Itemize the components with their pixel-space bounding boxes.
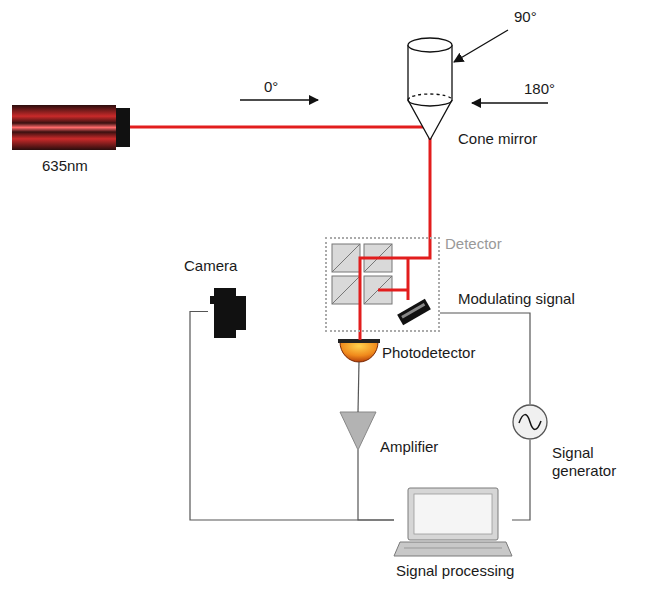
modulator (397, 299, 431, 325)
laser-beam (130, 126, 410, 129)
angle-arrow (454, 30, 508, 62)
angle-label: 0° (262, 78, 280, 96)
signal-wire (190, 312, 394, 521)
node-label: Detector (445, 235, 502, 253)
camera (210, 288, 246, 338)
angle-arrow (240, 99, 318, 100)
node-label: Signal generator (552, 444, 632, 480)
angle-arrow (472, 102, 548, 103)
laser-beam (378, 289, 408, 292)
wire-label: Modulating signal (456, 290, 577, 308)
cone-mirror (408, 38, 452, 140)
angle-label: 180° (522, 80, 557, 98)
node-label: Camera (184, 257, 237, 275)
node-label: Signal processing (396, 562, 514, 580)
laptop (394, 488, 512, 556)
node-label: Amplifier (380, 438, 438, 456)
photodetector (338, 339, 380, 362)
laser-beam (429, 140, 432, 237)
angle-label: 90° (512, 8, 539, 26)
laser-beam (407, 258, 410, 300)
amplifier-symbol (340, 412, 376, 450)
signal-wire (358, 450, 394, 520)
detector-box: Detector (325, 237, 440, 332)
laser-beam (360, 237, 430, 332)
photodetector-box: Photodetector (340, 340, 378, 362)
laser-source: 635nm (12, 105, 130, 150)
laser (12, 105, 130, 150)
node-label: 635nm (42, 157, 88, 175)
signal-wire (512, 440, 530, 520)
signal-generator-box: Signal generator (512, 404, 548, 440)
node-label: Cone mirror (458, 130, 537, 148)
laser-beam (359, 332, 362, 340)
camera-box: Camera (208, 283, 248, 340)
signal-wire (358, 362, 359, 412)
computer-box: Signal processing (394, 488, 512, 558)
beam-splitters (332, 244, 392, 304)
cone-mirror-box: Cone mirror (410, 38, 450, 140)
node-label: Photodetector (382, 344, 475, 362)
amplifier-box: Amplifier (340, 412, 376, 450)
signal-generator-symbol (513, 405, 547, 439)
